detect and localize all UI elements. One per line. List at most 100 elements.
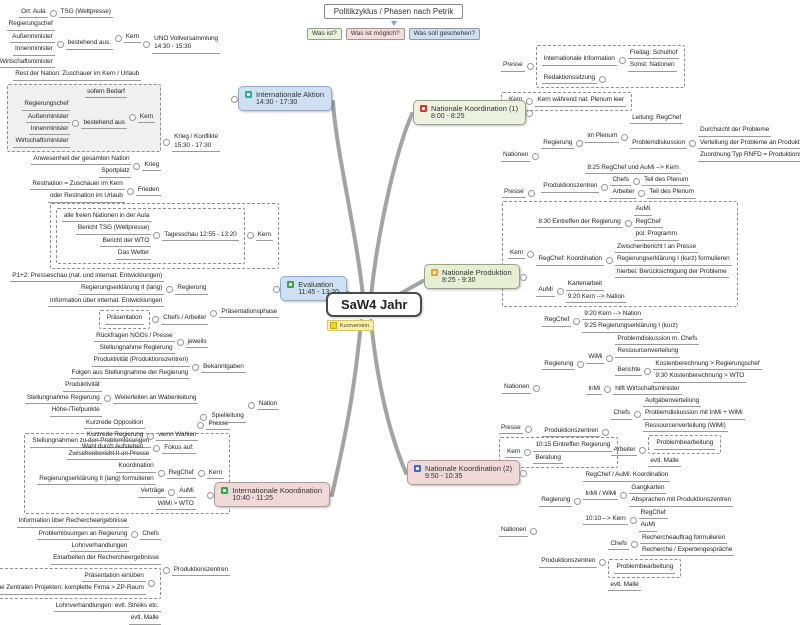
node-jeweils[interactable]: jeweils <box>185 338 209 349</box>
node-innenminister[interactable]: Innenminister <box>13 45 55 56</box>
node-nationen[interactable]: Nationen <box>502 383 532 394</box>
fold-handle-icon[interactable] <box>632 177 640 185</box>
fold-handle-icon[interactable] <box>163 139 171 147</box>
fold-handle-icon[interactable] <box>126 187 134 195</box>
fold-handle-icon[interactable] <box>573 317 581 325</box>
node-tsg-weltpresse[interactable]: TSG (Weltpresse) <box>58 8 113 19</box>
node-regierungserklärung-i-kurz-formulieren[interactable]: Regierungserklärung I (kurz) formulieren <box>615 255 732 266</box>
fold-handle-icon[interactable] <box>526 109 534 117</box>
fold-handle-icon[interactable] <box>520 469 528 477</box>
fold-handle-icon[interactable] <box>624 219 632 227</box>
node-regierungschef[interactable]: Regierungschef <box>6 20 55 31</box>
node-weiterleiten-an-wabenleitung[interactable]: Weiterleiten an Wabenleitung <box>112 394 199 405</box>
node-krieg[interactable]: Krieg <box>142 161 162 172</box>
bubble-nationale-koordination-2[interactable]: Nationale Koordination (2)9:50 - 10:35 <box>407 460 528 485</box>
node-8-30-eintreffen-der-regierung[interactable]: 8:30 Eintreffen der Regierung <box>536 218 623 229</box>
fold-handle-icon[interactable] <box>133 162 141 170</box>
fold-handle-icon[interactable] <box>147 432 155 440</box>
fold-handle-icon[interactable] <box>599 75 607 83</box>
node-information-über-rechercheergebnisse[interactable]: Information über Rechercheergebnisse <box>16 517 130 528</box>
fold-handle-icon[interactable] <box>153 445 161 453</box>
node-recherche-expertengespräche[interactable]: Recherche / Expertengespräche <box>639 546 735 557</box>
fold-handle-icon[interactable] <box>153 232 161 240</box>
node-regchef-aumi-koordination[interactable]: RegChef / AuMi: Koordination <box>583 471 671 482</box>
node-teil-des-plenum[interactable]: Teil des Plenum <box>641 176 691 187</box>
node-sportplatz[interactable]: Sportplatz <box>99 167 132 178</box>
node-inmi-wimi[interactable]: InMi / WiMi <box>583 490 619 501</box>
node-regierung[interactable]: Regierung <box>542 360 576 371</box>
node-problembearbeitung[interactable]: Problembearbeitung <box>654 439 716 450</box>
node-sonst-nationen[interactable]: Sonst: Nationen <box>627 61 677 72</box>
node-außenminister[interactable]: Außenminister <box>25 113 71 123</box>
fold-handle-icon[interactable] <box>526 98 534 106</box>
node-kartenarbeit[interactable]: Kartenarbeit <box>565 280 604 291</box>
node-zuordnung-typ-rnfd-produktionszentrum[interactable]: Zuordnung Typ RNFD = Produktionszentrum <box>698 151 800 162</box>
node-internationale-information[interactable]: Internationale Information <box>541 55 617 66</box>
node-wenn-wahlen[interactable]: wenn Wahlen <box>156 431 199 442</box>
node-produktivität-produktionszentren[interactable]: Produktivität (Produktionszentren) <box>91 356 191 367</box>
fold-handle-icon[interactable] <box>618 56 626 64</box>
fold-handle-icon[interactable] <box>157 470 165 478</box>
node-oder-restnation-im-urlaub[interactable]: oder Restnation im Urlaub <box>47 192 125 203</box>
node-8-25-regchef-und-aumi-kern[interactable]: 8:25 RegChef und AuMi --> Kern <box>585 164 681 174</box>
node-problemdiskussion-mit-inmi-wimi[interactable]: Problemdiskussion mit InMi + WiMi <box>642 409 745 420</box>
node-beratung[interactable]: Beratung <box>533 454 563 465</box>
fold-handle-icon[interactable] <box>644 367 652 375</box>
node-produktivität[interactable]: Produktivität <box>63 381 102 392</box>
node-zwischenbericht-i-an-presse[interactable]: Zwischenbericht I an Presse <box>615 243 698 254</box>
fold-handle-icon[interactable] <box>601 183 609 191</box>
node-kern[interactable]: Kern <box>137 113 156 123</box>
node-kostenberechnung-regierungschef[interactable]: Kostenberechnung > Regierungschef <box>653 360 762 371</box>
node-problemdiskussion[interactable]: Problemdiskussion <box>630 139 687 150</box>
fold-handle-icon[interactable] <box>131 531 139 539</box>
node-rest-der-nation-zuschauer-im-kern-urlaub[interactable]: Rest der Nation: Zuschauer im Kern / Url… <box>13 70 142 81</box>
node-chefs[interactable]: Chefs <box>611 409 632 420</box>
node-pol-programm[interactable]: pol. Programm <box>633 230 679 241</box>
node-im-plenum[interactable]: im Plenum <box>585 132 620 143</box>
fold-handle-icon[interactable] <box>246 232 254 240</box>
node-kern-während-nat-plenum-leer[interactable]: Kern während nat. Plenum leer <box>535 96 627 107</box>
fold-handle-icon[interactable] <box>192 364 200 372</box>
root-note[interactable]: Kurzversion <box>327 320 375 331</box>
node-aufgabenverteilung[interactable]: Aufgabenverteilung <box>642 397 702 408</box>
node-problembearbeitung[interactable]: Problembearbeitung <box>614 563 676 574</box>
node-9-30-kostenberechnung-wto[interactable]: 9:30 Kostenberechnung > WTO <box>653 372 747 383</box>
node-regchef[interactable]: RegChef <box>633 218 663 229</box>
node-sofern-bedarf[interactable]: sofern Bedarf <box>85 88 127 99</box>
node-freitag-schulhof[interactable]: Freitag: Schulhof <box>627 49 680 60</box>
node-information-über-internat-entwicklungen[interactable]: Information über internat. Entwicklungen <box>47 297 165 308</box>
node-alle-freien-nationen-in-der-aula[interactable]: alle freien Nationen in der Aula <box>61 212 152 223</box>
fold-handle-icon[interactable] <box>166 285 174 293</box>
fold-handle-icon[interactable] <box>599 558 607 566</box>
fold-handle-icon[interactable] <box>143 40 151 48</box>
node-innenminister[interactable]: Innenminister <box>28 125 71 136</box>
node-kern[interactable]: Kern <box>123 33 142 44</box>
node-kurzrede-opposition[interactable]: Kurzrede Opposition <box>83 419 146 429</box>
fold-handle-icon[interactable] <box>72 120 80 128</box>
node-presse[interactable]: Presse <box>501 61 525 72</box>
root-node[interactable]: SaW4 Jahr <box>326 292 423 317</box>
node-verteilung-der-probleme-an-produktionszent[interactable]: Verteilung der Probleme an Produktionsze… <box>698 139 800 150</box>
node-hierbei-berücksichtigung-der-probleme[interactable]: hierbei: Berücksichtigung der Probleme <box>615 268 729 279</box>
fold-handle-icon[interactable] <box>532 152 540 160</box>
fold-handle-icon[interactable] <box>527 250 535 258</box>
fold-handle-icon[interactable] <box>606 355 614 363</box>
fold-handle-icon[interactable] <box>602 428 610 436</box>
fold-handle-icon[interactable] <box>527 189 535 197</box>
node-kern[interactable]: Kern <box>505 448 523 459</box>
node-das-wetter[interactable]: Das Wetter <box>115 249 152 260</box>
fold-handle-icon[interactable] <box>247 401 255 409</box>
node-wirtschaftsminister[interactable]: Wirtschaftsminister <box>13 137 71 148</box>
fold-handle-icon[interactable] <box>114 34 122 42</box>
fold-handle-icon[interactable] <box>630 541 638 549</box>
fold-handle-icon[interactable] <box>639 447 647 455</box>
fold-handle-icon[interactable] <box>524 425 532 433</box>
fold-handle-icon[interactable] <box>207 491 215 499</box>
node-evtl-malle[interactable]: evtl. Malle <box>128 614 161 625</box>
node-rückfragen-ngos-presse[interactable]: Rückfragen NGOs / Presse <box>94 332 175 342</box>
node-evtl-malle[interactable]: evtl. Malle <box>648 457 681 468</box>
fold-handle-icon[interactable] <box>620 491 628 499</box>
node-wimi-wto[interactable]: WiMi > WTO <box>155 500 196 511</box>
